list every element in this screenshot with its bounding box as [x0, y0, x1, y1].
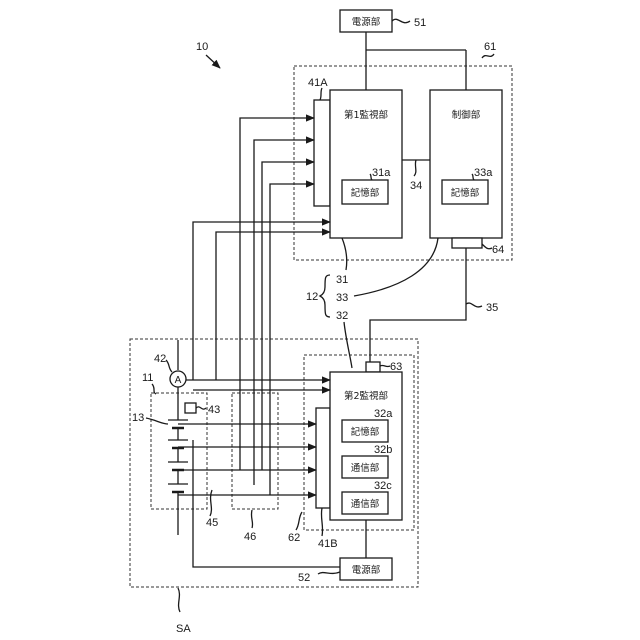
leader-42	[166, 360, 172, 372]
ref-33a: 33a	[474, 167, 493, 179]
ref-42: 42	[154, 353, 166, 365]
ref-32a: 32a	[374, 408, 393, 420]
leader-33	[354, 238, 438, 296]
leader-34	[414, 160, 416, 176]
leader-35	[466, 303, 482, 307]
first-monitor-label: 第1監視部	[344, 109, 388, 121]
ref-63: 63	[390, 361, 402, 373]
leader-43	[196, 407, 206, 409]
connector-41B	[316, 408, 330, 508]
leader-31	[342, 238, 347, 270]
ref-33: 33	[336, 292, 348, 304]
power-supply-52-label: 電源部	[352, 564, 381, 576]
ref-12: 12	[306, 291, 318, 303]
ref-43: 43	[208, 404, 220, 416]
ref-32c: 32c	[374, 480, 392, 492]
ref-62: 62	[288, 532, 300, 544]
figure-arrow	[206, 55, 220, 68]
leader-SA	[178, 588, 180, 612]
ref-41B: 41B	[318, 538, 338, 550]
ref-46: 46	[244, 531, 256, 543]
leader-41B	[321, 508, 322, 536]
comm-32c-label: 通信部	[351, 498, 380, 510]
leader-32	[344, 322, 352, 368]
ref-61: 61	[484, 41, 496, 53]
connector-64	[452, 238, 482, 248]
signal-line-1	[240, 118, 314, 470]
leader-46	[251, 510, 252, 528]
connector-63	[366, 362, 380, 372]
ref-32: 32	[336, 310, 348, 322]
ref-32b: 32b	[374, 444, 392, 456]
ref-11: 11	[142, 372, 153, 384]
ref-41A: 41A	[308, 77, 328, 89]
leader-41A	[320, 88, 322, 100]
harness-46-outline	[232, 393, 278, 509]
ref-52: 52	[298, 572, 310, 584]
storage-32a-label: 記憶部	[351, 426, 380, 438]
leader-52	[318, 572, 340, 574]
leader-13	[146, 418, 168, 424]
leader-63	[380, 365, 390, 366]
leader-61	[482, 54, 494, 58]
figure-number: 10	[196, 41, 208, 53]
controller-label: 制御部	[452, 109, 481, 121]
system-label: SA	[176, 623, 191, 635]
signal-line-2	[254, 140, 314, 485]
ref-45: 45	[206, 517, 218, 529]
connector-41A	[314, 100, 330, 206]
ref-51: 51	[414, 17, 426, 29]
leader-64	[482, 244, 492, 249]
ammeter-symbol: A	[175, 375, 182, 386]
storage-31a-label: 記憶部	[351, 187, 380, 199]
ref-31a: 31a	[372, 167, 391, 179]
comm-32b-label: 通信部	[351, 462, 380, 474]
second-monitor-label: 第2監視部	[344, 390, 388, 402]
power-supply-51-label: 電源部	[352, 16, 381, 28]
ref-64: 64	[492, 244, 504, 256]
ref-13: 13	[132, 412, 144, 424]
ref-31: 31	[336, 274, 348, 286]
temperature-sensor	[185, 403, 196, 413]
link-35	[370, 248, 466, 362]
ref-34: 34	[410, 180, 422, 192]
signal-current-2	[216, 232, 330, 380]
ref-35: 35	[486, 302, 498, 314]
brace-12	[320, 275, 330, 317]
leader-62	[296, 512, 302, 530]
leader-51	[392, 19, 410, 22]
leader-45	[210, 490, 212, 516]
storage-33a-label: 記憶部	[451, 187, 480, 199]
